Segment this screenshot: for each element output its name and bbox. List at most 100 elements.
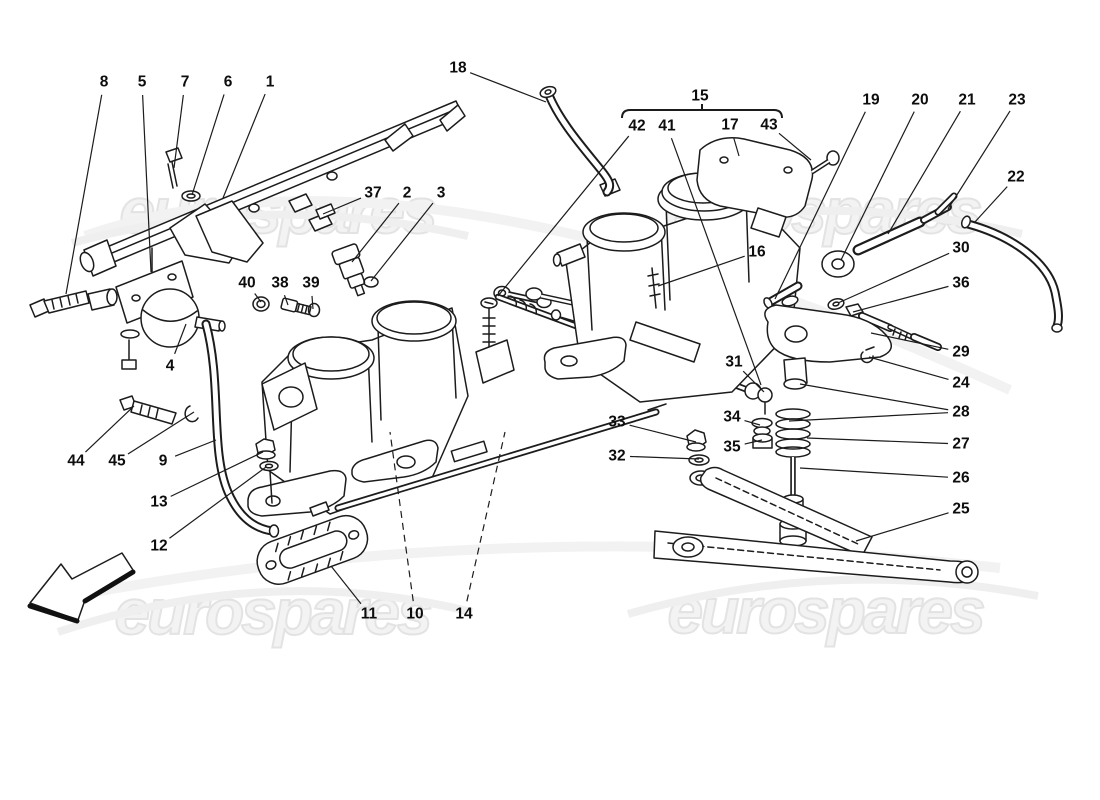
- support-arms: [653, 466, 979, 584]
- callout-6: 6: [191, 74, 233, 196]
- leader-line-26: [799, 467, 949, 478]
- direction-arrow-icon: [27, 552, 136, 624]
- callout-13: 13: [150, 451, 264, 511]
- callout-8: 8: [65, 74, 109, 295]
- callout-number-32: 32: [608, 448, 625, 465]
- leader-line-9: [174, 439, 217, 457]
- group-bracket-15: [621, 104, 783, 119]
- leader-line-16: [657, 255, 745, 287]
- callout-20: 20: [840, 92, 929, 261]
- leader-line-1: [222, 93, 266, 199]
- callout-number-10: 10: [406, 606, 423, 623]
- callout-41: 41: [658, 118, 762, 386]
- callout-number-39: 39: [302, 275, 320, 292]
- leader-line-35: [744, 439, 763, 445]
- leader-line-5: [142, 94, 152, 273]
- callout-24: 24: [868, 356, 970, 392]
- callout-number-21: 21: [958, 92, 976, 109]
- callout-40: 40: [238, 275, 262, 303]
- callout-7: 7: [173, 74, 190, 169]
- leader-line-25: [855, 512, 949, 542]
- callout-number-17: 17: [721, 117, 738, 134]
- banjo-screw-lower: [119, 395, 199, 425]
- callout-number-5: 5: [138, 74, 147, 91]
- leader-line-7: [173, 94, 184, 169]
- leader-line-17: [733, 137, 740, 157]
- callout-21: 21: [887, 92, 976, 235]
- callout-22: 22: [973, 169, 1025, 224]
- callout-33: 33: [608, 414, 697, 443]
- callout-number-19: 19: [862, 92, 880, 109]
- leader-line-8: [65, 94, 103, 295]
- callout-28: 28: [788, 383, 970, 422]
- callout-17: 17: [721, 117, 740, 157]
- leader-line-37: [322, 197, 362, 215]
- diagram-art: [27, 85, 1063, 624]
- callout-number-1: 1: [266, 74, 275, 91]
- callout-38: 38: [271, 275, 289, 306]
- callout-number-6: 6: [224, 74, 233, 91]
- callout-16: 16: [657, 244, 766, 287]
- callout-45: 45: [108, 411, 195, 470]
- callout-number-7: 7: [181, 74, 190, 91]
- callout-number-40: 40: [238, 275, 255, 292]
- callout-number-43: 43: [760, 117, 778, 134]
- callout-36: 36: [852, 275, 970, 313]
- small-fittings: [252, 296, 321, 318]
- callout-number-9: 9: [159, 453, 168, 470]
- banjo-bolt: [29, 288, 118, 318]
- leader-line-43: [778, 132, 812, 161]
- callout-9: 9: [159, 439, 217, 470]
- leader-line-3: [370, 202, 434, 282]
- callout-number-11: 11: [361, 606, 378, 623]
- callout-number-20: 20: [911, 92, 928, 109]
- leader-line-45: [127, 411, 195, 455]
- vacuum-hose-9: [201, 319, 280, 538]
- leader-line-12: [169, 466, 267, 539]
- callout-23: 23: [947, 92, 1026, 210]
- callout-number-27: 27: [952, 436, 969, 453]
- leader-line-11: [330, 565, 362, 605]
- intake-gasket: [256, 514, 369, 585]
- callout-number-18: 18: [449, 60, 467, 77]
- callout-26: 26: [799, 467, 970, 487]
- leader-line-30: [837, 252, 950, 304]
- callout-number-28: 28: [952, 404, 970, 421]
- callout-number-33: 33: [608, 414, 626, 431]
- spring-strut: [751, 387, 811, 559]
- callout-5: 5: [138, 74, 152, 273]
- fuel-rail: [79, 100, 466, 277]
- callout-42: 42: [497, 118, 646, 297]
- callout-number-45: 45: [108, 453, 126, 470]
- injector-o-ring: [363, 276, 379, 288]
- callout-number-38: 38: [271, 275, 289, 292]
- leader-line-41: [670, 138, 762, 386]
- vacuum-hose-18: [539, 85, 615, 197]
- fuel-pressure-regulator: [115, 247, 226, 370]
- leader-line-13: [170, 451, 264, 497]
- leader-line-44: [85, 405, 135, 453]
- leader-line-32: [629, 455, 700, 460]
- callout-number-24: 24: [952, 375, 970, 392]
- linkage-adjuster: [475, 285, 552, 384]
- leader-line-2: [351, 202, 400, 263]
- rail-bolt-and-washer: [165, 147, 201, 202]
- callout-34: 34: [723, 409, 761, 426]
- bellcrank: [764, 304, 892, 390]
- callout-number-16: 16: [748, 244, 766, 261]
- callout-27: 27: [806, 436, 970, 453]
- callout-number-31: 31: [725, 354, 743, 371]
- leader-line-33: [629, 424, 697, 443]
- watermark-text: eurospares: [113, 575, 433, 649]
- callout-43: 43: [760, 117, 812, 161]
- leader-line-29: [870, 332, 949, 350]
- leader-line-28: [799, 383, 949, 411]
- callout-25: 25: [855, 501, 970, 542]
- leader-line-10: [389, 431, 414, 602]
- callout-number-22: 22: [1007, 169, 1024, 186]
- leader-line-39: [311, 295, 314, 310]
- leader-line-31: [742, 370, 765, 393]
- callout-number-37: 37: [364, 185, 381, 202]
- callout-11: 11: [330, 565, 378, 623]
